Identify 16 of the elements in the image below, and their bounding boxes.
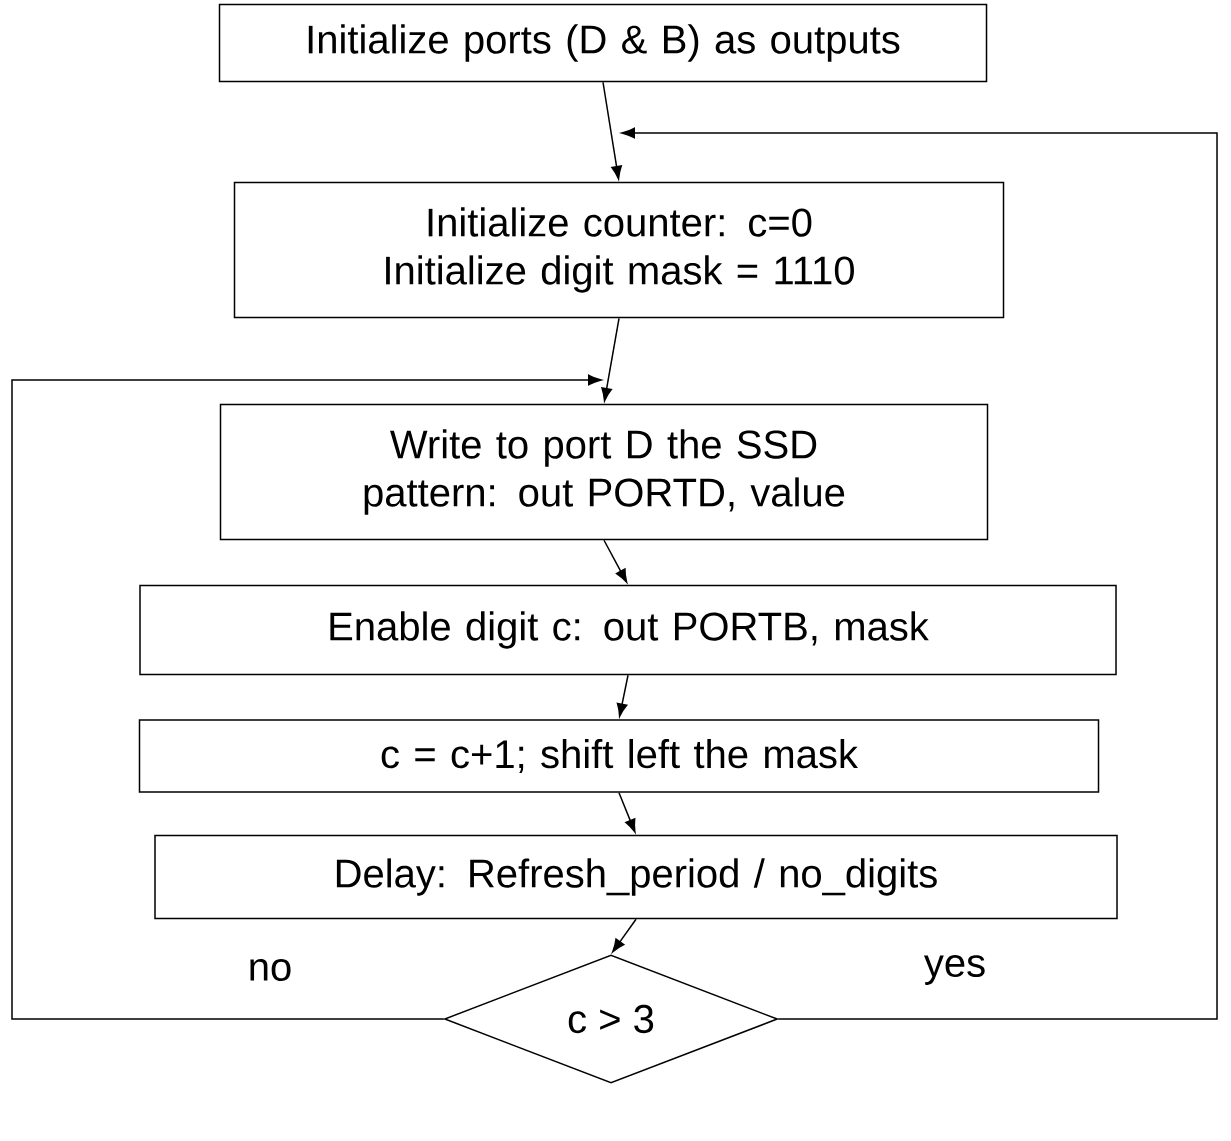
process-box: Enable digit c: out PORTB, mask: [139, 584, 1117, 676]
edge-label: no: [245, 957, 295, 983]
arrow: [618, 792, 636, 833]
arrow: [612, 918, 637, 953]
arrow: [601, 317, 620, 402]
arrow: [602, 81, 622, 180]
edge-label: yes: [921, 953, 989, 987]
arrow: [11, 374, 602, 1020]
process-box: c = c+1; shift left the mask: [138, 719, 1100, 793]
process-box: Initialize ports (D & B) as outputs: [218, 3, 988, 83]
arrow: [616, 674, 629, 717]
arrow: [603, 539, 628, 583]
process-box: Write to port D the SSD pattern: out PORTD, value: [219, 403, 989, 541]
process-box: Initialize counter: c=0 Initialize digit mask = 1110: [233, 181, 1005, 319]
arrow: [621, 127, 1218, 1020]
process-box: Delay: Refresh_period / no_digits: [154, 834, 1118, 920]
